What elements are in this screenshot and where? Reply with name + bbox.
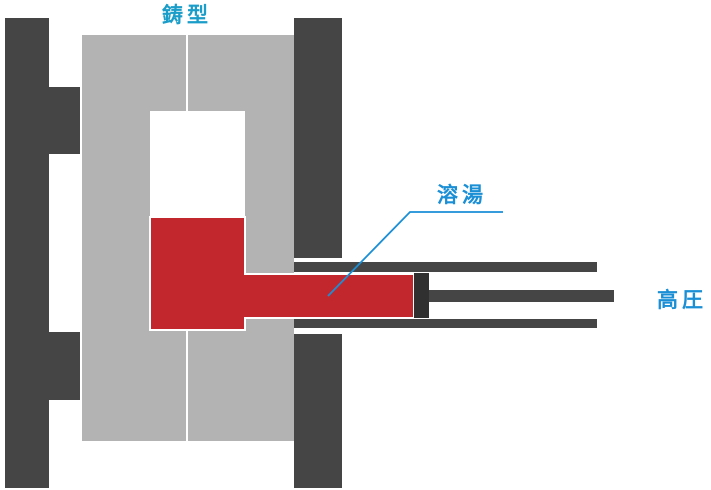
high-pressure-label: 高圧 [657,288,707,312]
mold-label: 鋳型 [162,3,212,27]
left-clamp-block-top [49,87,80,154]
left-clamp-block-bottom [49,332,80,400]
sleeve-gap-bottom [294,328,300,334]
sleeve-gap-top [294,258,300,262]
plunger-tip [414,273,429,318]
right-platen-upper [294,18,342,258]
molten-metal-label: 溶湯 [437,183,487,207]
sleeve-bottom-wall [294,319,597,328]
molten-metal-leader-line [327,211,503,297]
plunger-rod [429,290,614,302]
left-platen [5,18,49,488]
sleeve-top-wall [294,262,597,272]
right-platen-lower [294,334,342,488]
